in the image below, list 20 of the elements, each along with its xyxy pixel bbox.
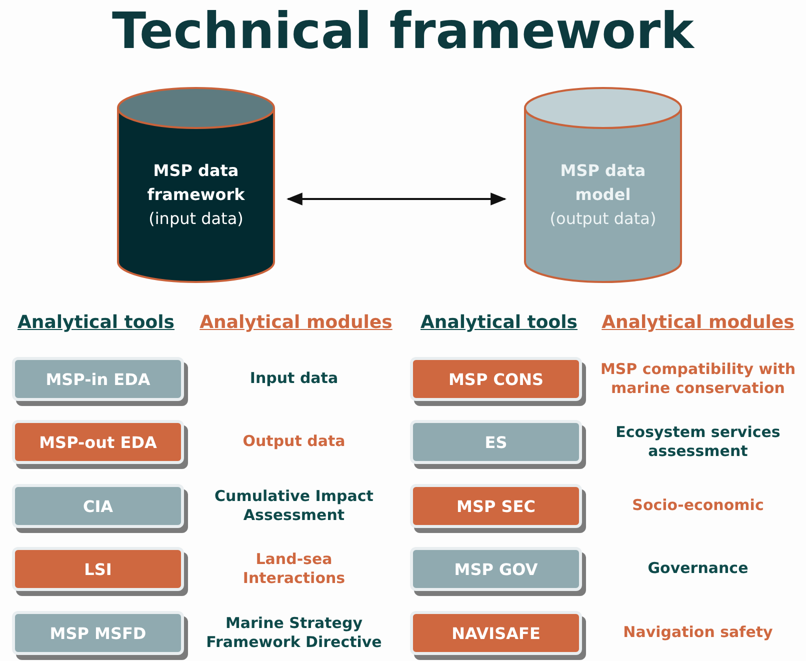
module-label: Input data [248,368,340,390]
module-label: Navigation safety [622,622,774,644]
column-heading: Analytical modules [600,312,796,335]
module-label: MSP compatibility with marine conservation [599,358,797,399]
node-subtitle: (output data) [550,208,656,230]
module-label: Ecosystem services assessment [614,422,782,462]
module-label: Governance [646,558,750,580]
column-heading: Analytical tools [419,312,579,335]
node-subtitle: (input data) [148,208,244,230]
column-heading: Analytical tools [16,312,176,335]
title: Technical framework [111,2,696,60]
node-label: MSP data model [559,160,647,206]
module-label: Output data [242,431,346,452]
column-heading: Analytical modules [198,312,394,335]
module-label: Marine Strategy Framework Directive [205,612,383,653]
module-label: Cumulative Impact Assessment [214,486,374,526]
node-label: MSP data framework [146,160,246,206]
double-arrow [286,192,507,206]
module-label: Socio-economic [631,495,765,516]
module-label: Land-sea Interactions [242,548,346,589]
